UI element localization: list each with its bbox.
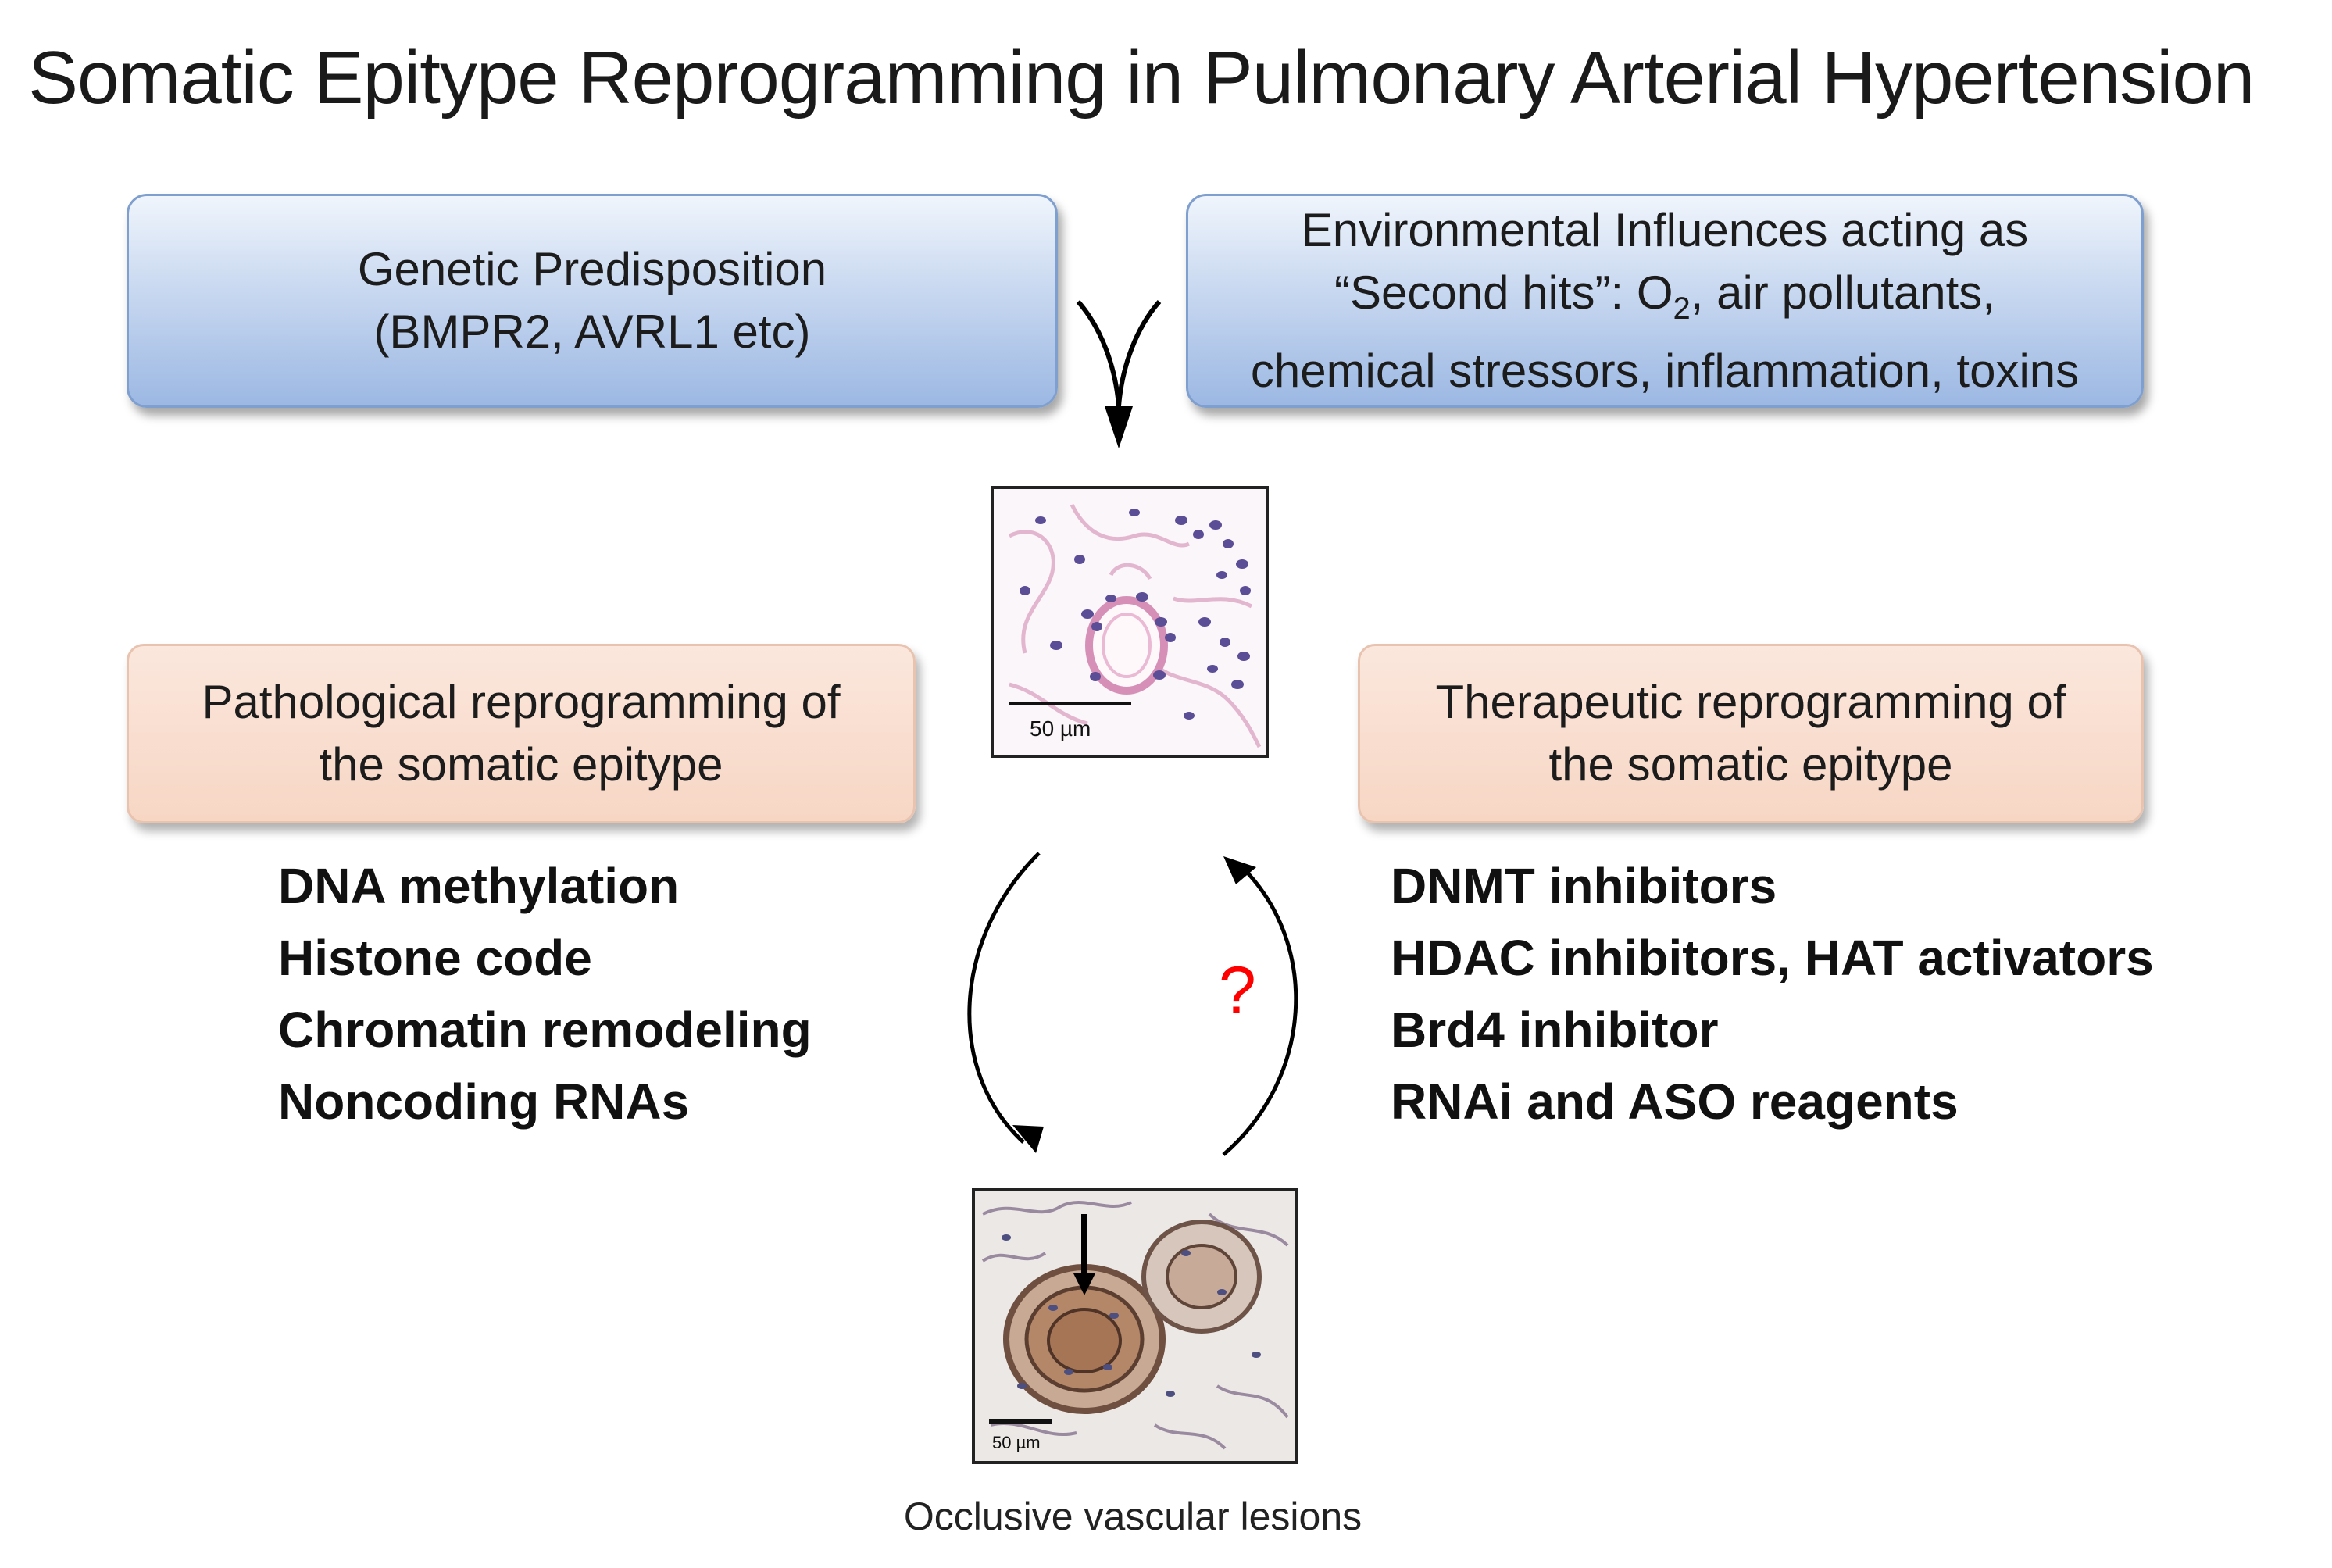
down-arrow-head — [1105, 406, 1133, 448]
therapeutic-box-line1: Therapeutic reprogramming of — [1435, 676, 2066, 728]
mechanism-item: Chromatin remodeling — [278, 1002, 812, 1058]
environmental-box-line1: Environmental Influences acting as — [1301, 204, 2029, 256]
therapy-cycle-arrow — [1222, 866, 1298, 1156]
therapeutic-reprogramming-box: Therapeutic reprogramming of the somatic… — [1358, 644, 2144, 823]
second-hits-rest: , air pollutants, — [1690, 266, 1995, 319]
mechanism-item: DNA methylation — [278, 858, 680, 914]
lesion-tissue-image: 50 µm — [975, 1191, 1295, 1461]
pathology-cycle-arrow — [967, 852, 1041, 1144]
therapeutic-item: DNMT inhibitors — [1391, 858, 1777, 914]
therapeutic-agents-list: DNMT inhibitors HDAC inhibitors, HAT act… — [1391, 850, 2154, 1138]
therapeutic-box-line2: the somatic epitype — [1548, 738, 1953, 791]
genetic-box-line2: (BMPR2, AVRL1 etc) — [373, 305, 811, 358]
therapy-cycle-arrowhead — [1223, 856, 1256, 884]
diagram-title: Somatic Epitype Reprogramming in Pulmona… — [28, 36, 2255, 120]
lesion-caption: Occlusive vascular lesions — [903, 1495, 1362, 1538]
pathological-mechanisms-list: DNA methylation Histone code Chromatin r… — [278, 850, 812, 1138]
environmental-influences-box: Environmental Influences acting as “Seco… — [1186, 194, 2144, 408]
oxygen-subscript: 2 — [1673, 291, 1691, 326]
genetic-box-line1: Genetic Predisposition — [357, 243, 827, 295]
mechanism-item: Noncoding RNAs — [278, 1073, 690, 1130]
normal-lung-tissue-micrograph: 50 µm — [991, 486, 1269, 758]
converging-arrow-right-stroke — [1116, 300, 1162, 407]
pathological-reprogramming-box: Pathological reprogramming of the somati… — [127, 644, 916, 823]
environmental-box-line3: chemical stressors, inflammation, toxins — [1250, 345, 2080, 397]
pathology-cycle-arrowhead — [1012, 1125, 1044, 1153]
occlusive-lesion-micrograph: 50 µm — [972, 1188, 1298, 1464]
normal-tissue-image: 50 µm — [994, 489, 1266, 755]
environmental-box-line2: “Second hits”: O2, air pollutants, — [1334, 262, 1995, 340]
lesion-scale-label: 50 µm — [992, 1433, 1041, 1452]
pathological-box-line1: Pathological reprogramming of — [202, 676, 841, 728]
therapeutic-item: HDAC inhibitors, HAT activators — [1391, 930, 2154, 986]
genetic-predisposition-box: Genetic Predisposition (BMPR2, AVRL1 etc… — [127, 194, 1058, 408]
converging-arrow-left-stroke — [1076, 300, 1121, 407]
second-hits-label: “Second hits”: O — [1334, 266, 1673, 319]
therapeutic-item: Brd4 inhibitor — [1391, 1002, 1719, 1058]
pathological-box-line2: the somatic epitype — [319, 738, 723, 791]
reversal-question-mark: ? — [1219, 953, 1256, 1028]
normal-tissue-scale-label: 50 µm — [1030, 716, 1091, 741]
mechanism-item: Histone code — [278, 930, 592, 986]
therapeutic-item: RNAi and ASO reagents — [1391, 1073, 1959, 1130]
